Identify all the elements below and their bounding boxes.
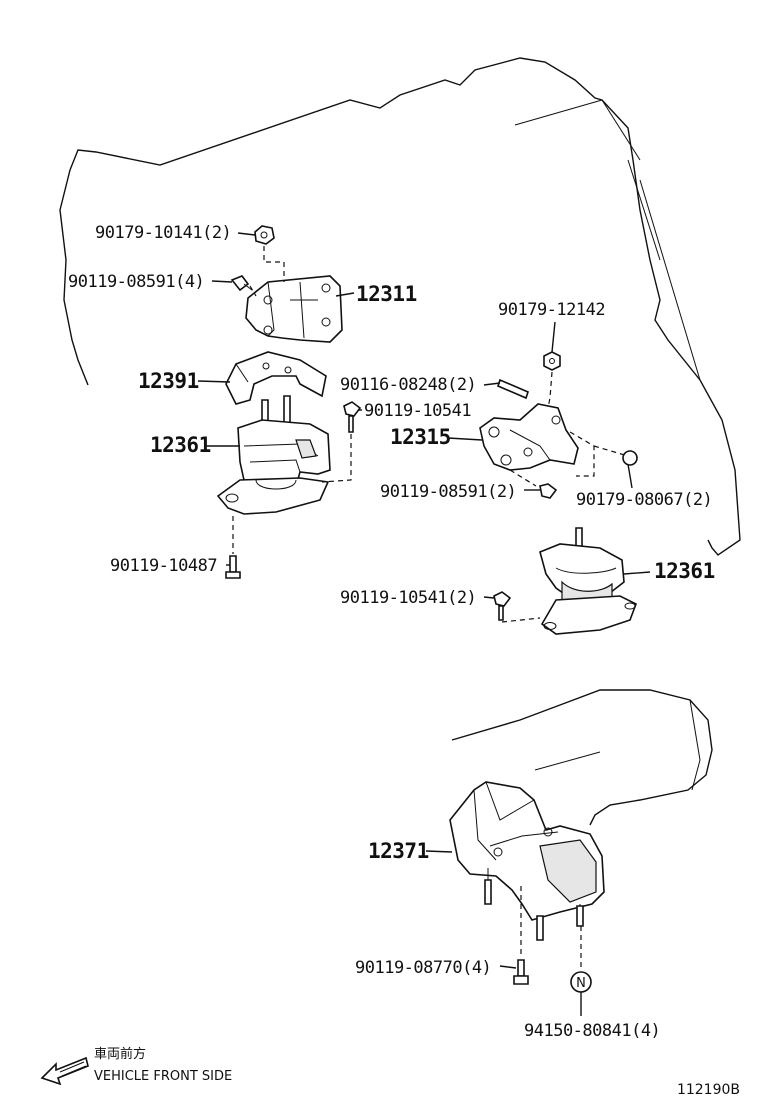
label-12361-right: 12361 — [654, 559, 715, 583]
part-labels: 90179-10141(2) 90119-08591(4) 12311 1239… — [68, 223, 715, 1041]
nut-90179-10141 — [254, 225, 275, 245]
label-90119-10541: 90119-10541 — [364, 401, 471, 421]
mount-insulator-12361-right — [539, 527, 638, 635]
front-side-legend: 車両前方 VEHICLE FRONT SIDE — [40, 1046, 232, 1086]
bolt-90119-08770 — [513, 959, 529, 985]
bracket-12315 — [479, 403, 579, 471]
label-90179-12142: 90179-12142 — [498, 300, 605, 320]
stud-90116-08248 — [497, 378, 529, 400]
n-marker-label: N — [576, 976, 586, 991]
insulator-12391 — [225, 351, 327, 405]
label-90119-08591-4: 90119-08591(4) — [68, 272, 204, 292]
label-12371: 12371 — [368, 839, 429, 863]
label-90119-10541-2: 90119-10541(2) — [340, 588, 476, 608]
front-direction-arrow-icon — [40, 1056, 89, 1086]
nut-90179-08067 — [622, 450, 638, 466]
bolt-90119-10541 — [343, 401, 362, 433]
bolt-90119-08591-4 — [230, 275, 253, 292]
label-94150-80841: 94150-80841(4) — [524, 1021, 660, 1041]
transmission-outline — [451, 689, 713, 826]
engine-block-outline — [59, 57, 741, 556]
label-90119-08591-2: 90119-08591(2) — [380, 482, 516, 502]
n-marker: N — [570, 971, 592, 993]
bolt-90119-08591-2 — [539, 483, 558, 499]
legend-jp-text: 車両前方 — [94, 1046, 146, 1062]
bolt-90119-10541-2 — [493, 591, 512, 621]
label-90119-08770: 90119-08770(4) — [355, 958, 491, 978]
nut-90179-12142 — [543, 351, 561, 371]
label-90119-10487: 90119-10487 — [110, 556, 217, 576]
label-90179-08067: 90179-08067(2) — [576, 490, 712, 510]
label-12391: 12391 — [138, 369, 199, 393]
leader-lines — [197, 232, 651, 1016]
legend-en-text: VEHICLE FRONT SIDE — [94, 1069, 232, 1084]
label-12361-left: 12361 — [150, 433, 211, 457]
mount-bracket-12371 — [449, 781, 605, 941]
label-12311: 12311 — [356, 282, 417, 306]
bolt-90119-10487 — [225, 555, 241, 579]
bracket-12311 — [245, 275, 343, 343]
mount-insulator-12361-left — [216, 395, 331, 515]
label-12315: 12315 — [390, 425, 451, 449]
figure-code: 112190B — [677, 1082, 740, 1098]
label-90116-08248: 90116-08248(2) — [340, 375, 476, 395]
label-90179-10141: 90179-10141(2) — [95, 223, 231, 243]
